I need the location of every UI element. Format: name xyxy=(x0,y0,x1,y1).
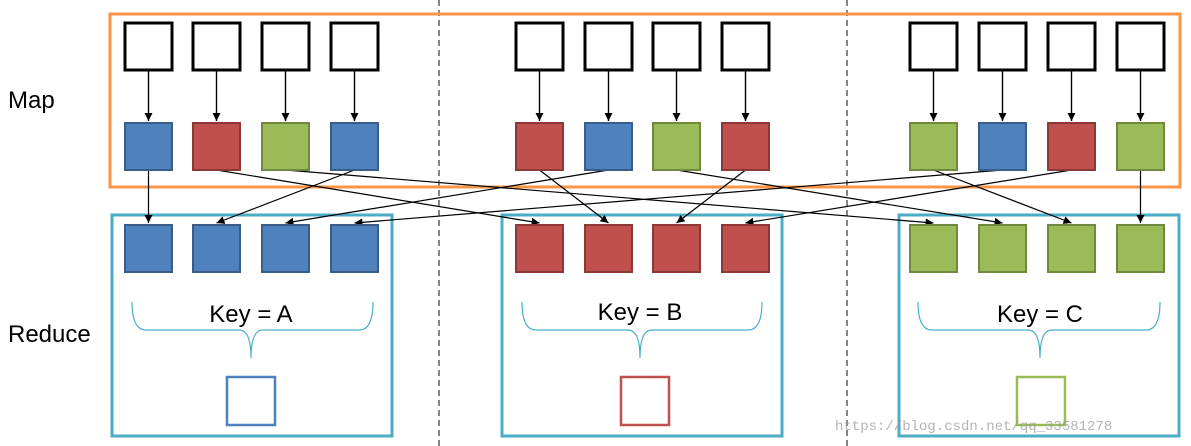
reducer-key-label-a: Key = A xyxy=(209,301,292,328)
reduce-input-green-box xyxy=(1047,224,1096,273)
input-split-box xyxy=(191,21,242,72)
reduce-output-red-box xyxy=(619,375,671,427)
input-split-box xyxy=(583,21,634,72)
reduce-input-green-box xyxy=(978,224,1027,273)
map-output-red-box xyxy=(192,122,241,171)
diagram-mark-layer xyxy=(123,21,1166,427)
input-split-box xyxy=(977,21,1028,72)
reduce-input-blue-box xyxy=(192,224,241,273)
shuffle-arrow xyxy=(216,169,355,224)
reduce-output-blue-box xyxy=(225,375,277,427)
map-output-green-box xyxy=(1116,122,1165,171)
map-output-blue-box xyxy=(330,122,379,171)
reduce-input-blue-box xyxy=(124,224,173,273)
shuffle-arrow xyxy=(354,169,1003,227)
input-split-box xyxy=(1046,21,1097,72)
reducer-frame-c xyxy=(897,213,1181,438)
reducer-key-label-b: Key = B xyxy=(598,299,683,326)
map-output-blue-box xyxy=(124,122,173,171)
map-output-green-box xyxy=(909,122,958,171)
reducer-frame-b xyxy=(500,213,784,438)
map-output-green-box xyxy=(652,122,701,171)
shuffle-arrow xyxy=(933,169,1072,224)
input-split-box xyxy=(1115,21,1166,72)
input-split-box xyxy=(260,21,311,72)
input-split-box xyxy=(908,21,959,72)
reducer-brace xyxy=(917,301,1161,359)
shuffle-arrow xyxy=(216,169,540,226)
input-split-box xyxy=(329,21,380,72)
shuffle-arrow xyxy=(285,169,934,227)
reducer-key-label-c: Key = C xyxy=(997,301,1083,328)
watermark-text: https://blog.csdn.net/qq_33581278 xyxy=(835,419,1112,435)
shuffle-arrow xyxy=(285,169,609,226)
map-output-green-box xyxy=(261,122,310,171)
reducer-brace xyxy=(131,301,374,359)
shuffle-arrow xyxy=(745,169,1072,226)
input-split-box xyxy=(651,21,702,72)
reduce-input-green-box xyxy=(1116,224,1165,273)
reduce-input-blue-box xyxy=(261,224,310,273)
map-output-red-box xyxy=(1047,122,1096,171)
reduce-label: Reduce xyxy=(8,321,91,348)
input-split-box xyxy=(123,21,174,72)
map-output-blue-box xyxy=(978,122,1027,171)
reduce-input-red-box xyxy=(515,224,564,273)
reduce-input-red-box xyxy=(721,224,770,273)
shuffle-arrow xyxy=(676,169,1003,226)
reducer-frame-a xyxy=(110,213,394,438)
map-output-red-box xyxy=(721,122,770,171)
reducer-brace xyxy=(521,301,763,359)
reduce-input-red-box xyxy=(584,224,633,273)
input-split-box xyxy=(514,21,565,72)
reduce-input-green-box xyxy=(909,224,958,273)
reduce-output-green-box xyxy=(1015,375,1067,427)
shuffle-arrow xyxy=(676,169,746,224)
input-split-box xyxy=(720,21,771,72)
map-output-red-box xyxy=(515,122,564,171)
reduce-input-blue-box xyxy=(330,224,379,273)
map-output-blue-box xyxy=(584,122,633,171)
reduce-input-red-box xyxy=(652,224,701,273)
map-frame xyxy=(108,12,1182,189)
map-label: Map xyxy=(8,87,55,114)
